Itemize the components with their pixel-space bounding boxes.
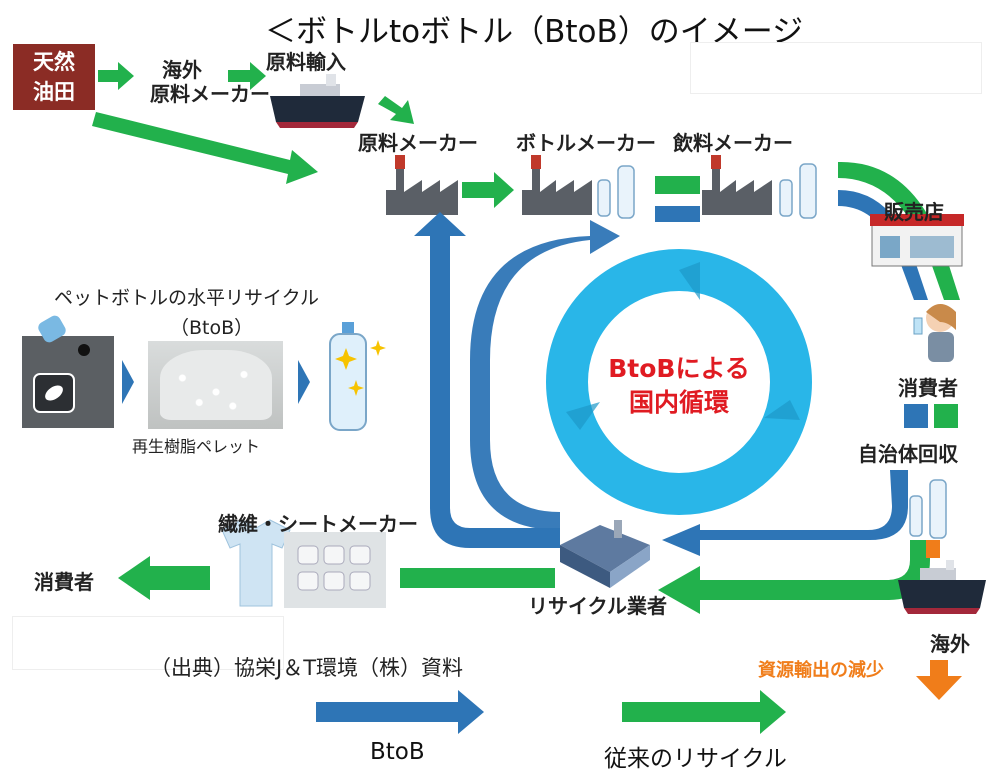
- factory-icon-beverage: [702, 155, 772, 215]
- person-icon: [913, 304, 956, 362]
- warehouse-icon: [560, 520, 650, 588]
- beverage-maker-label: 飲料メーカー: [673, 131, 793, 155]
- retailer-label: 販売店: [884, 200, 944, 224]
- oil-field-line1: 天然: [33, 50, 75, 74]
- arrow-import-to-raw: [378, 96, 414, 124]
- cycle-center-text: BtoBによる 国内循環: [602, 352, 756, 420]
- band-blue-to-recycler: [662, 470, 908, 556]
- bottle-icon-3: [909, 479, 947, 539]
- arrow-overseas-to-import: [228, 62, 266, 90]
- empty-frame-top: [690, 42, 982, 94]
- blue-square: [904, 404, 928, 428]
- oil-field-box: 天然 油田: [13, 44, 95, 110]
- arrow-recycler-to-fiber: [400, 568, 555, 588]
- arrow-bottle-to-beverage-blue: [655, 206, 700, 222]
- loop-blue-outer: [414, 212, 560, 548]
- bottle-icon-2: [779, 163, 817, 219]
- pellet-pile: [160, 350, 272, 420]
- band-blue-to-retail: [838, 190, 928, 300]
- arrow-pellet-to-bottle: [298, 360, 310, 404]
- source-label: （出典）協栄J＆T環境（株）資料: [150, 656, 464, 680]
- legend-label-btob: BtoB: [370, 739, 425, 765]
- page-title: ＜ボトルtoボトル（BtoB）のイメージ: [265, 14, 804, 50]
- recycle-bin-icon: [22, 315, 114, 428]
- legend-label-conventional: 従来のリサイクル: [604, 746, 787, 772]
- overseas-label: 海外: [930, 632, 970, 656]
- oil-field-line2: 油田: [33, 80, 75, 104]
- factory-icon-raw: [386, 155, 458, 215]
- empty-frame-bottom: [12, 616, 284, 670]
- arrow-fiber-to-consumer: [118, 556, 210, 600]
- bottle-maker-label: ボトルメーカー: [516, 131, 656, 155]
- arrow-raw-to-bottle: [462, 172, 514, 208]
- arrow-bottle-to-beverage-green: [655, 176, 700, 194]
- arrow-export-reduction: [916, 660, 962, 700]
- recycled-pellet-label: 再生樹脂ペレット: [132, 437, 261, 456]
- sheet-tray-icon: [284, 532, 386, 608]
- consumer-left-label: 消費者: [34, 570, 94, 594]
- consumer-right-label: 消費者: [898, 376, 958, 400]
- cycle-center-line2: 国内循環: [628, 388, 729, 417]
- orange-connector: [926, 540, 940, 558]
- raw-material-maker-label: 原料メーカー: [358, 131, 478, 155]
- store-icon: [870, 214, 964, 267]
- cycle-ring: [546, 249, 812, 515]
- tshirt-icon: [221, 519, 291, 607]
- raw-import-label: 原料輸入: [266, 50, 346, 74]
- ship-icon-import: [270, 74, 365, 128]
- municipal-collection-label: 自治体回収: [858, 442, 958, 466]
- recycler-label: リサイクル業者: [528, 594, 667, 618]
- arrow-oil-to-overseas: [98, 62, 134, 90]
- green-square: [934, 404, 958, 428]
- fiber-sheet-maker-label: 繊維・シートメーカー: [218, 512, 418, 536]
- band-green-to-recycler: [658, 540, 930, 614]
- sparkle-bottle-icon: [329, 322, 386, 431]
- ship-icon-overseas: [898, 560, 986, 614]
- bottle-icon-1: [597, 165, 635, 219]
- arrow-oil-to-raw: [92, 112, 318, 184]
- legend-arrow-conventional: [622, 690, 786, 734]
- overseas-maker-line2: 原料メーカー: [150, 82, 270, 106]
- arrow-bin-to-pellet: [122, 360, 134, 404]
- overseas-maker-label: 海外 原料メーカー: [150, 58, 270, 106]
- pet-horizontal-label: ペットボトルの水平リサイクル: [54, 287, 320, 309]
- export-reduction-label: 資源輸出の減少: [758, 660, 884, 681]
- btob-paren-label: （BtoB）: [170, 317, 254, 339]
- overseas-maker-line1: 海外: [162, 58, 202, 82]
- factory-icon-bottle: [522, 155, 592, 215]
- cycle-center-line1: BtoBによる: [608, 354, 750, 383]
- legend-arrow-btob: [316, 690, 484, 734]
